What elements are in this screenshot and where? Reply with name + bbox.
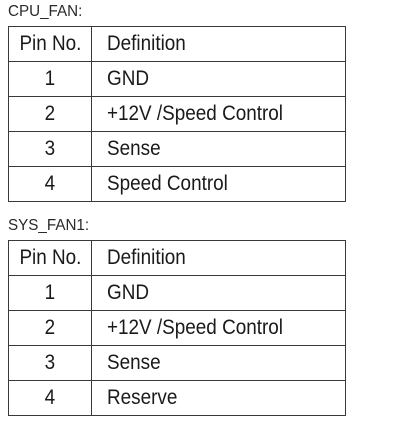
pin-number-cell: 1 — [8, 61, 92, 97]
table-row: 1 GND — [8, 61, 346, 97]
pin-number-cell: 2 — [8, 310, 92, 346]
sys-fan1-pin-table: Pin No. Definition 1 GND 2 +12V /Speed C… — [8, 240, 346, 416]
pin-definition-cell: Sense — [91, 345, 346, 381]
pin-number-cell: 3 — [8, 345, 92, 381]
table-header-row: Pin No. Definition — [8, 26, 346, 62]
pin-definition-cell: Reserve — [91, 380, 346, 416]
pin-definition-cell: GND — [91, 275, 346, 311]
header-definition: Definition — [91, 240, 346, 276]
cpu-fan-title: CPU_FAN: — [8, 3, 83, 20]
pin-number-cell: 4 — [8, 380, 92, 416]
table-row: 4 Reserve — [8, 380, 346, 416]
pin-definition-cell: Speed Control — [91, 166, 346, 202]
sys-fan1-section: SYS_FAN1: Pin No. Definition 1 GND 2 +12… — [8, 217, 346, 416]
pin-definition-cell: GND — [91, 61, 346, 97]
sys-fan1-title: SYS_FAN1: — [8, 217, 90, 234]
table-row: 1 GND — [8, 275, 346, 311]
table-header-row: Pin No. Definition — [8, 240, 346, 276]
pin-definition-cell: +12V /Speed Control — [91, 310, 346, 346]
cpu-fan-section: CPU_FAN: Pin No. Definition 1 GND 2 +12V… — [8, 3, 346, 202]
header-definition: Definition — [91, 26, 346, 62]
pin-number-cell: 1 — [8, 275, 92, 311]
pin-definition-cell: +12V /Speed Control — [91, 96, 346, 132]
header-pin-no: Pin No. — [8, 26, 92, 62]
pin-number-cell: 2 — [8, 96, 92, 132]
table-row: 2 +12V /Speed Control — [8, 96, 346, 132]
pin-number-cell: 4 — [8, 166, 92, 202]
table-row: 3 Sense — [8, 131, 346, 167]
pin-definition-cell: Sense — [91, 131, 346, 167]
table-row: 4 Speed Control — [8, 166, 346, 202]
cpu-fan-pin-table: Pin No. Definition 1 GND 2 +12V /Speed C… — [8, 26, 346, 202]
table-row: 2 +12V /Speed Control — [8, 310, 346, 346]
header-pin-no: Pin No. — [8, 240, 92, 276]
table-row: 3 Sense — [8, 345, 346, 381]
pin-number-cell: 3 — [8, 131, 92, 167]
